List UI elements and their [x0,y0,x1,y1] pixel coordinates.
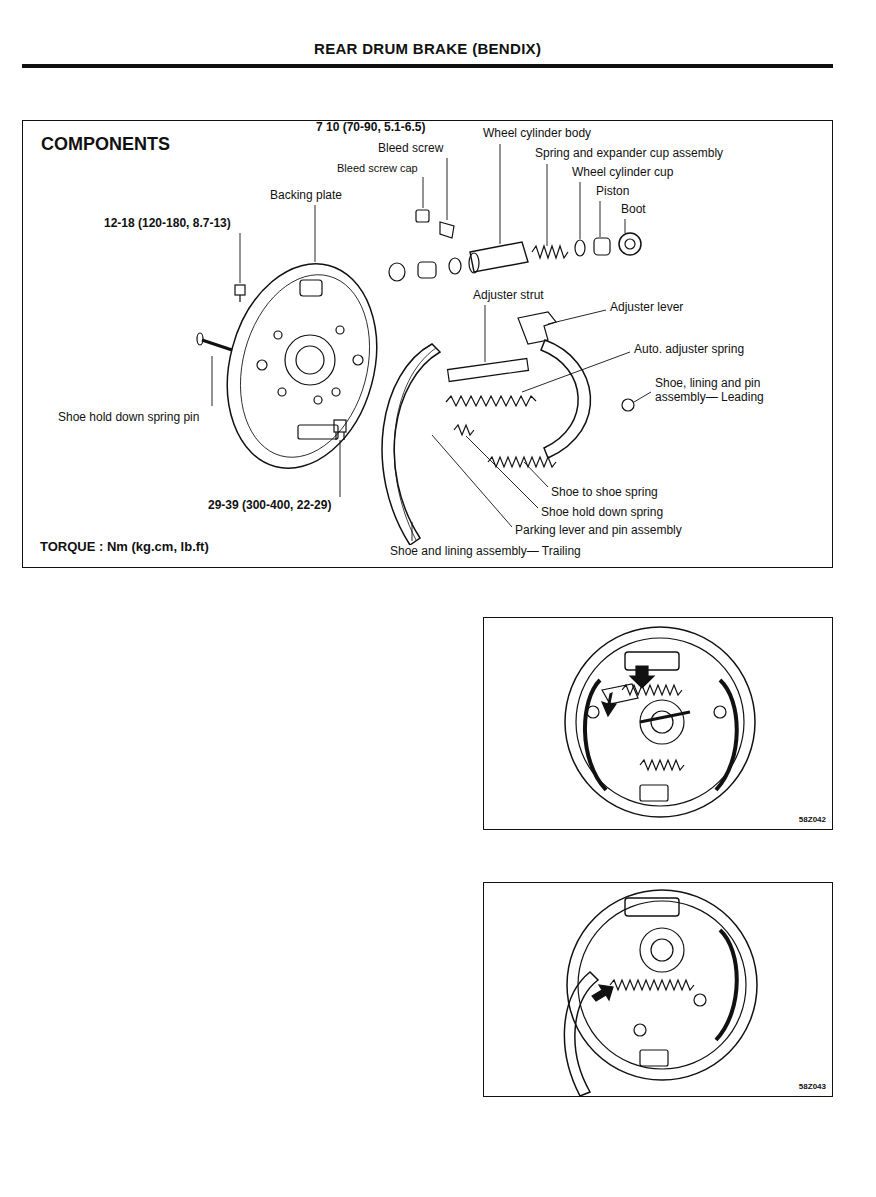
title-rule [22,64,833,68]
part-name: Parking lever and pin assembly [515,524,682,538]
part-name: Bleed screw [378,142,443,156]
part-name: Shoe, lining and pin assembly— Leading [655,377,805,405]
figure-frame: 58Z042 [483,617,833,830]
leader-lines [212,144,651,541]
part-name: Boot [621,203,646,217]
part-name: Wheel cylinder cup [572,166,673,180]
part-name: Shoe hold down spring [541,506,663,520]
part-name: Wheel cylinder body [483,127,591,141]
part-name: Spring and expander cup assembly [535,147,723,161]
part-name: Auto. adjuster spring [634,343,744,357]
part-name: Backing plate [270,189,342,203]
part-name: Adjuster lever [610,301,683,315]
figure-installed [565,627,755,817]
torque-value: 7 10 (70-90, 5.1-6.5) [316,121,425,135]
part-name: Piston [596,185,629,199]
part-name: Adjuster strut [473,289,544,303]
figure-removal [564,890,757,1096]
section-heading: COMPONENTS [41,134,170,155]
part-name: Bleed screw cap [337,162,418,175]
part-name: Shoe hold down spring pin [58,411,199,425]
torque-value: 12-18 (120-180, 8.7-13) [104,217,231,231]
torque-value: 29-39 (300-400, 22-29) [208,499,331,513]
page-title: REAR DRUM BRAKE (BENDIX) [314,40,541,57]
figure-frame: 58Z043 [483,882,833,1097]
torque-note: TORQUE : Nm (kg.cm, lb.ft) [40,540,209,555]
figure-code: 58Z043 [799,1082,826,1091]
part-name: Shoe to shoe spring [551,486,658,500]
part-name: Shoe and lining assembly— Trailing [390,545,581,559]
figure-code: 58Z042 [799,815,826,824]
